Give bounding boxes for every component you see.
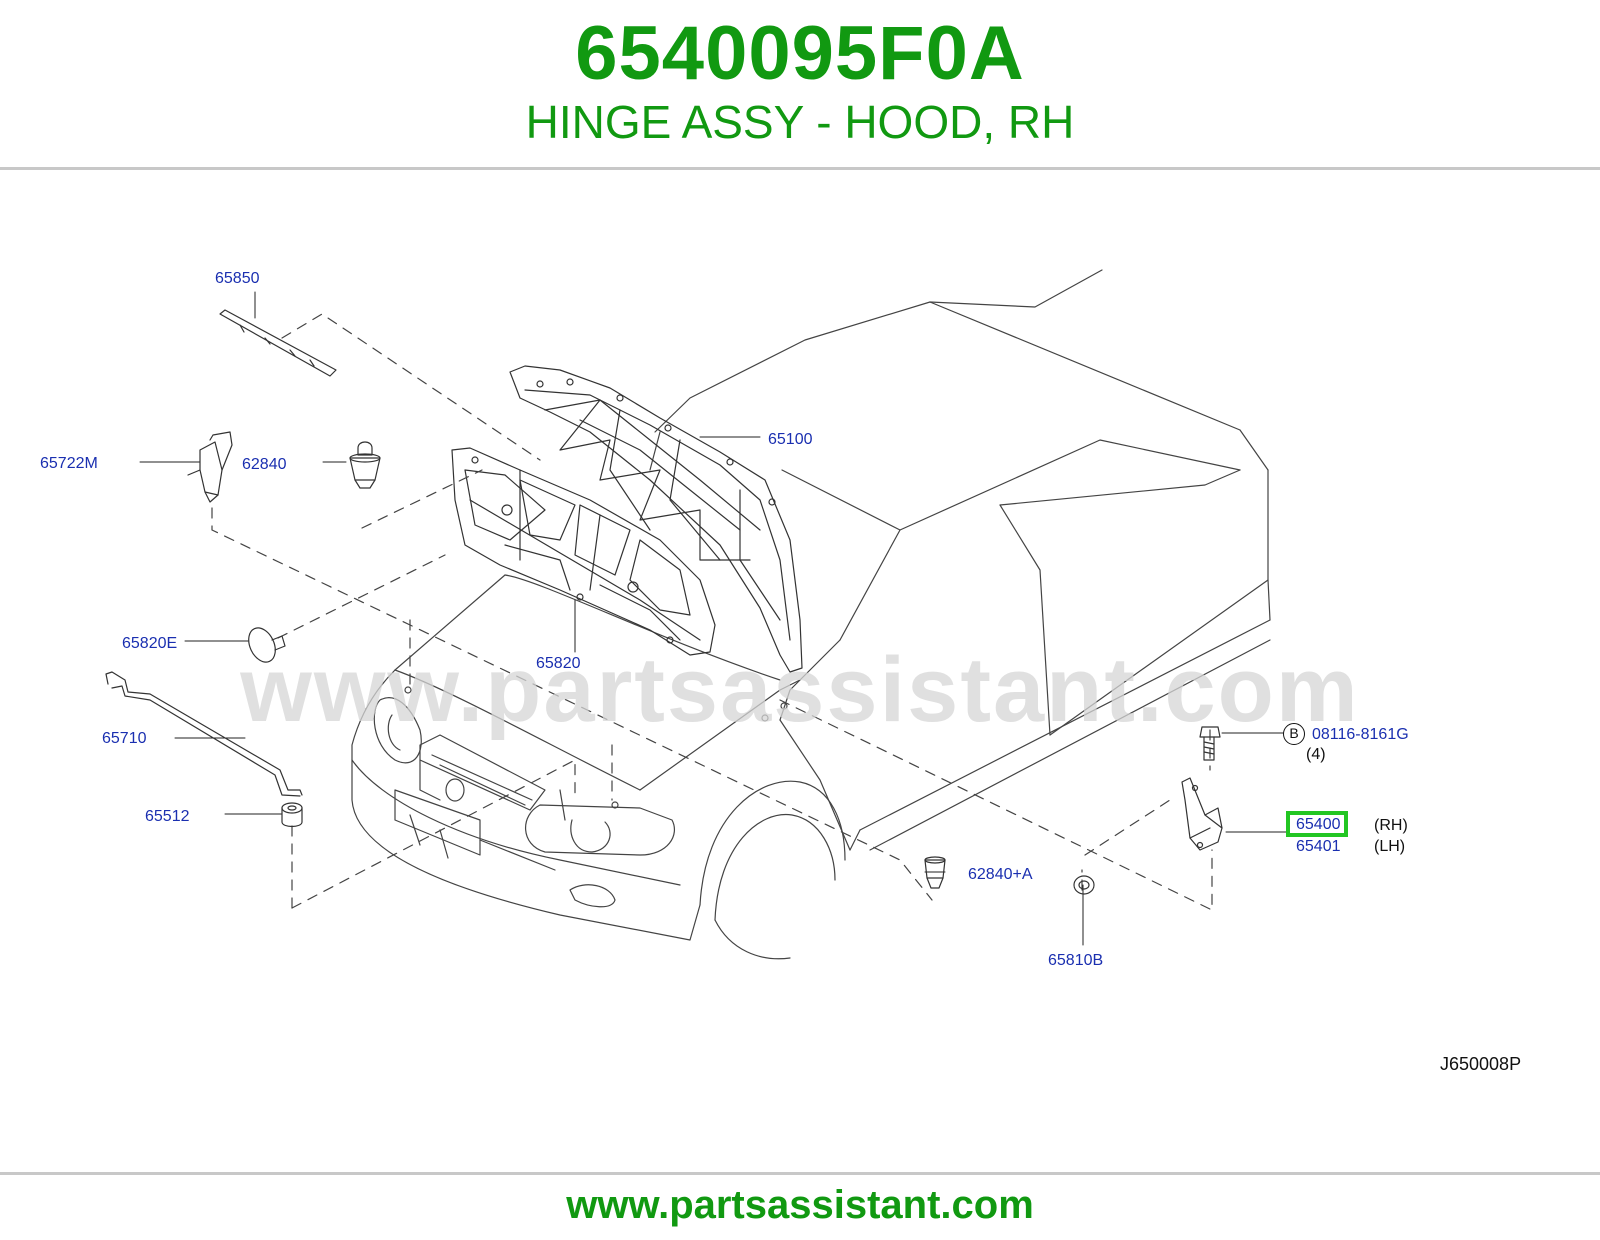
footer-url[interactable]: www.partsassistant.com (566, 1183, 1034, 1227)
callout-65710[interactable]: 65710 (102, 730, 147, 747)
support-rod-grommet-part (281, 802, 303, 828)
callout-65401[interactable]: 65401 (1296, 838, 1341, 855)
hood-clip-part (187, 431, 233, 503)
hinge-grommet-part (1073, 875, 1095, 895)
callout-65722m[interactable]: 65722M (40, 455, 98, 472)
header-divider (0, 167, 1600, 170)
car-body-outline (351, 269, 1271, 960)
page-header: 6540095F0A HINGE ASSY - HOOD, RH (0, 0, 1600, 168)
part-description: HINGE ASSY - HOOD, RH (525, 96, 1075, 148)
insulator-clip-part (248, 627, 286, 663)
callout-leader-lines (139, 291, 1287, 946)
highlighted-part-frame (1286, 811, 1348, 837)
hood-panel-outline (509, 365, 803, 673)
callout-65810b[interactable]: 65810B (1048, 952, 1104, 969)
callout-65820[interactable]: 65820 (536, 655, 581, 672)
bolt-marker-b: B (1283, 723, 1305, 745)
callout-65400-side: (RH) (1374, 817, 1408, 834)
callout-65820e[interactable]: 65820E (122, 635, 178, 652)
hood-bumper-rubber-part (349, 441, 381, 489)
callout-65400[interactable]: 65400 (1296, 816, 1341, 833)
installation-dash-lines (211, 313, 1213, 911)
hinge-bolt-part (1199, 726, 1221, 761)
callout-08116-8161g[interactable]: 08116-8161G (1312, 726, 1409, 743)
hood-insulator-outline (451, 447, 716, 656)
callout-65100[interactable]: 65100 (768, 431, 813, 448)
callout-65512[interactable]: 65512 (145, 808, 190, 825)
part-number-title: 6540095F0A (575, 11, 1025, 96)
callout-62840[interactable]: 62840 (242, 456, 287, 473)
hood-seal-part (219, 309, 337, 377)
diagram-code: J650008P (1440, 1054, 1522, 1074)
hood-support-rod-part (105, 671, 303, 797)
hood-hinge-part (1181, 777, 1223, 851)
footer-divider (0, 1172, 1600, 1175)
hood-bumper-a-part (924, 856, 946, 889)
callout-65401-side: (LH) (1374, 838, 1406, 855)
bolt-quantity: (4) (1306, 746, 1326, 763)
watermark-text: www.partsassistant.com (240, 639, 1360, 741)
callout-65850[interactable]: 65850 (215, 270, 260, 287)
callout-62840a[interactable]: 62840+A (968, 866, 1033, 883)
